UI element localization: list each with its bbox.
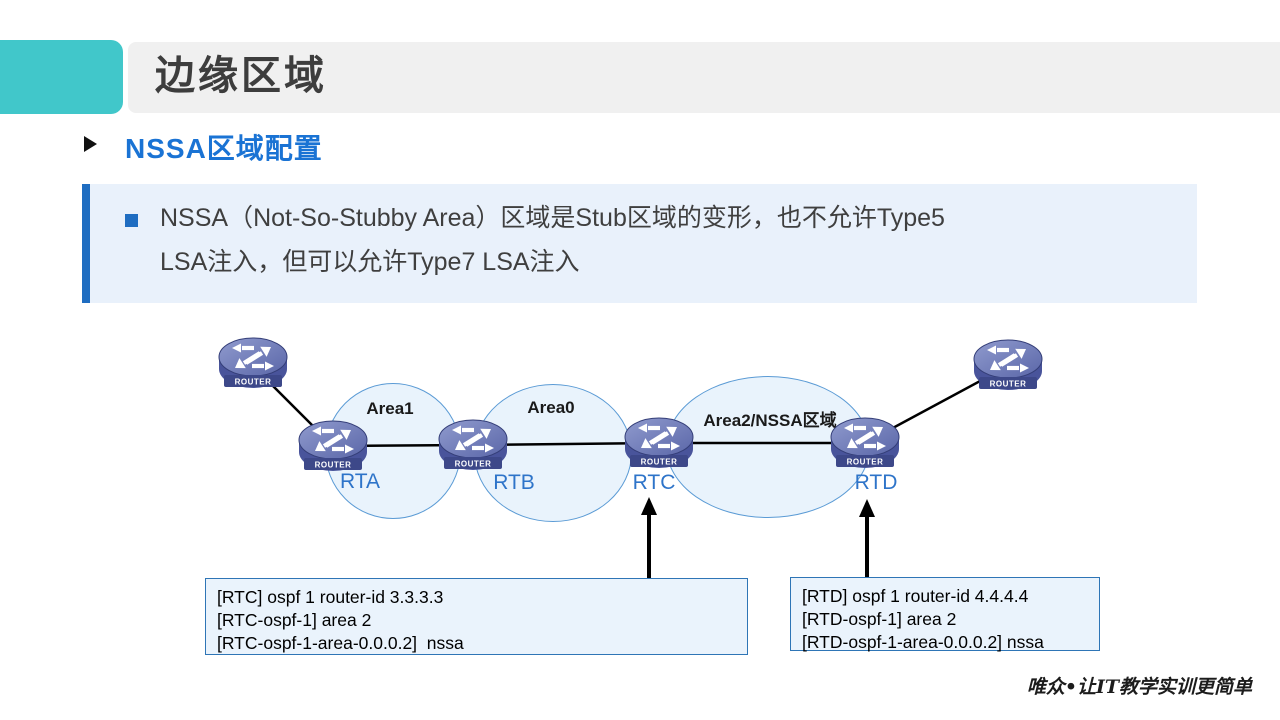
rtd-config-line2: [RTD-ospf-1] area 2 — [802, 609, 957, 629]
triangle-bullet-icon — [84, 136, 97, 152]
router-edge-right: ROUTER — [971, 337, 1045, 393]
rtd-config-line1: [RTD] ospf 1 router-id 4.4.4.4 — [802, 586, 1029, 606]
page-title: 边缘区域 — [155, 54, 327, 98]
rtd-config-box: [RTD] ospf 1 router-id 4.4.4.4 [RTD-ospf… — [790, 577, 1100, 652]
accent-block — [0, 40, 123, 114]
callout-arrow-rtc — [641, 497, 657, 578]
router-name-rta: RTA — [339, 470, 381, 493]
svg-text:ROUTER: ROUTER — [235, 378, 272, 387]
area1-label: Area1 — [366, 399, 414, 418]
router-icon: ROUTER — [438, 419, 508, 470]
rtc-config-box: [RTC] ospf 1 router-id 3.3.3.3 [RTC-ospf… — [205, 578, 748, 655]
router-icon: ROUTER — [298, 420, 368, 471]
rtc-config-line1: [RTC] ospf 1 router-id 3.3.3.3 — [217, 587, 444, 607]
area2-nssa-label: Area2/NSSA区域 — [703, 411, 837, 430]
svg-text:ROUTER: ROUTER — [641, 458, 678, 467]
router-icon: ROUTER — [218, 337, 288, 388]
bullet-text: NSSA（Not-So-Stubby Area）区域是Stub区域的变形，也不允… — [160, 196, 945, 284]
bullet-text-line1: NSSA（Not-So-Stubby Area）区域是Stub区域的变形，也不允… — [160, 204, 945, 232]
router-edge-left: ROUTER — [216, 335, 290, 391]
brand-watermark: 唯众•让IT教学实训更简单 — [1026, 676, 1252, 698]
router-name-rtd: RTD — [854, 471, 898, 494]
svg-text:ROUTER: ROUTER — [315, 461, 352, 470]
header-bar: 边缘区域 — [128, 42, 1280, 113]
rtc-config-line2: [RTC-ospf-1] area 2 — [217, 610, 372, 630]
router-name-rtb: RTB — [493, 471, 535, 494]
svg-text:ROUTER: ROUTER — [990, 380, 1027, 389]
router-icon: ROUTER — [973, 339, 1043, 390]
bullet-box: NSSA（Not-So-Stubby Area）区域是Stub区域的变形，也不允… — [90, 184, 1197, 303]
router-rtb: ROUTER — [436, 417, 510, 473]
square-bullet-icon — [125, 214, 138, 227]
rtd-config-line3: [RTD-ospf-1-area-0.0.0.2] nssa — [802, 632, 1044, 652]
rtc-config-line3: [RTC-ospf-1-area-0.0.0.2] nssa — [217, 633, 464, 653]
area0-label: Area0 — [527, 398, 575, 417]
callout-arrow-rtd — [859, 499, 875, 577]
router-rta: ROUTER — [296, 418, 370, 474]
router-rtd: ROUTER — [828, 415, 902, 471]
section-title: NSSA区域配置 — [125, 133, 323, 164]
router-rtc: ROUTER — [622, 415, 696, 471]
router-name-rtc: RTC — [632, 471, 676, 494]
bullet-text-line2: LSA注入，但可以允许Type7 LSA注入 — [160, 248, 580, 276]
router-icon: ROUTER — [624, 417, 694, 468]
svg-text:ROUTER: ROUTER — [847, 458, 884, 467]
svg-text:ROUTER: ROUTER — [455, 460, 492, 469]
router-icon: ROUTER — [830, 417, 900, 468]
bullet-box-accent-bar — [82, 184, 90, 303]
